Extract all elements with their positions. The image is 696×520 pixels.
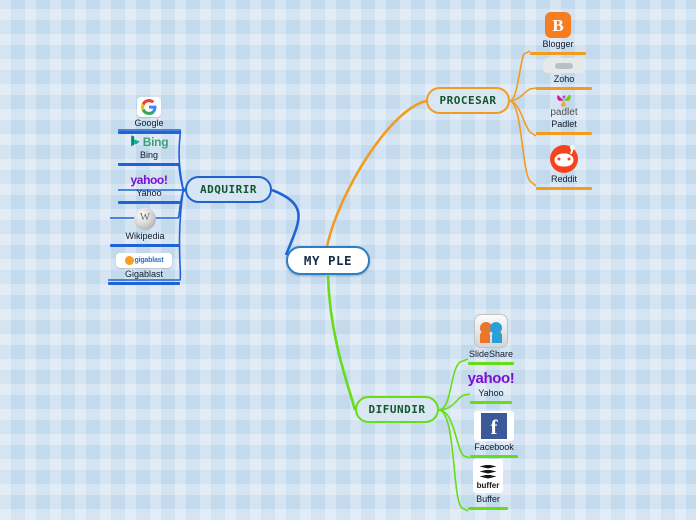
gigablast-icon: gigablast	[116, 253, 172, 268]
leaf-label: Zoho	[553, 74, 575, 84]
reddit-icon	[550, 145, 578, 173]
link-central-difundir	[326, 275, 357, 411]
branch-node-procesar[interactable]: PROCESAR	[426, 87, 510, 114]
buffer-wordmark: buffer	[476, 480, 500, 490]
leaf-facebook[interactable]: f Facebook	[470, 411, 518, 458]
leaf-label: Padlet	[551, 119, 577, 129]
google-icon	[137, 97, 161, 117]
slideshare-icon	[474, 314, 508, 348]
leaf-underline	[118, 163, 180, 166]
leaf-underline	[536, 87, 592, 90]
buffer-icon: buffer	[473, 459, 503, 493]
leaf-label: Yahoo	[136, 188, 162, 198]
padlet-wordmark: padlet	[550, 107, 578, 118]
leaf-label: Wikipedia	[125, 231, 165, 241]
facebook-icon: f	[474, 411, 514, 441]
leaf-label: Bing	[139, 150, 158, 160]
branch-node-adquirir[interactable]: ADQUIRIR	[185, 176, 272, 203]
leaf-label: Facebook	[474, 442, 514, 452]
leaf-wikipedia[interactable]: Wikipedia	[110, 208, 180, 247]
links-difundir	[438, 358, 471, 512]
central-node[interactable]: MY PLE	[286, 246, 370, 275]
leaf-label: Blogger	[542, 39, 574, 49]
wikipedia-icon	[134, 208, 156, 230]
leaf-underline	[470, 401, 512, 404]
leaf-google[interactable]: Google	[118, 97, 180, 134]
link-central-adquirir	[271, 188, 300, 256]
leaf-buffer[interactable]: buffer Buffer	[468, 459, 508, 510]
leaf-underline	[536, 132, 592, 135]
leaf-underline	[468, 362, 514, 365]
bing-wordmark: Bing	[142, 134, 169, 149]
bing-icon: Bing	[127, 134, 171, 149]
leaf-yahoo-difundir[interactable]: yahoo! Yahoo	[468, 370, 515, 404]
branch-node-difundir[interactable]: DIFUNDIR	[355, 396, 439, 423]
leaf-gigablast[interactable]: gigablast Gigablast	[108, 253, 180, 285]
leaf-label: Buffer	[476, 494, 500, 504]
leaf-underline	[108, 282, 180, 285]
leaf-underline	[536, 187, 592, 190]
leaf-underline	[470, 455, 518, 458]
leaf-bing[interactable]: Bing Bing	[118, 134, 180, 166]
blogger-icon: B	[545, 12, 571, 38]
yahoo-wordmark: yahoo	[130, 172, 165, 187]
padlet-icon: padlet	[550, 94, 578, 118]
yahoo-exclamation: !	[163, 172, 168, 187]
leaf-underline	[468, 507, 508, 510]
leaf-underline	[530, 52, 586, 55]
leaf-label: Reddit	[550, 174, 577, 184]
leaf-label: SlideShare	[468, 349, 514, 359]
leaf-padlet[interactable]: padlet Padlet	[536, 94, 592, 135]
leaf-yahoo-adquirir[interactable]: yahoo! Yahoo	[118, 172, 180, 204]
zoho-icon	[543, 58, 585, 73]
gigablast-wordmark: gigablast	[134, 257, 164, 264]
leaf-zoho[interactable]: Zoho	[536, 58, 592, 90]
leaf-underline	[110, 244, 180, 247]
leaf-slideshare[interactable]: SlideShare	[468, 314, 514, 365]
yahoo-wordmark: yahoo	[467, 370, 511, 387]
leaf-reddit[interactable]: Reddit	[536, 145, 592, 190]
links-procesar	[509, 50, 537, 187]
leaf-underline	[118, 201, 180, 204]
leaf-label: Yahoo	[478, 388, 504, 398]
yahoo-icon: yahoo!	[468, 370, 515, 387]
leaf-blogger[interactable]: B Blogger	[530, 12, 586, 55]
leaf-underline	[118, 131, 180, 134]
yahoo-exclamation: !	[509, 370, 515, 387]
yahoo-icon: yahoo!	[131, 172, 168, 187]
leaf-label: Gigablast	[124, 269, 164, 279]
link-central-procesar	[325, 99, 427, 247]
leaf-label: Google	[134, 118, 164, 128]
